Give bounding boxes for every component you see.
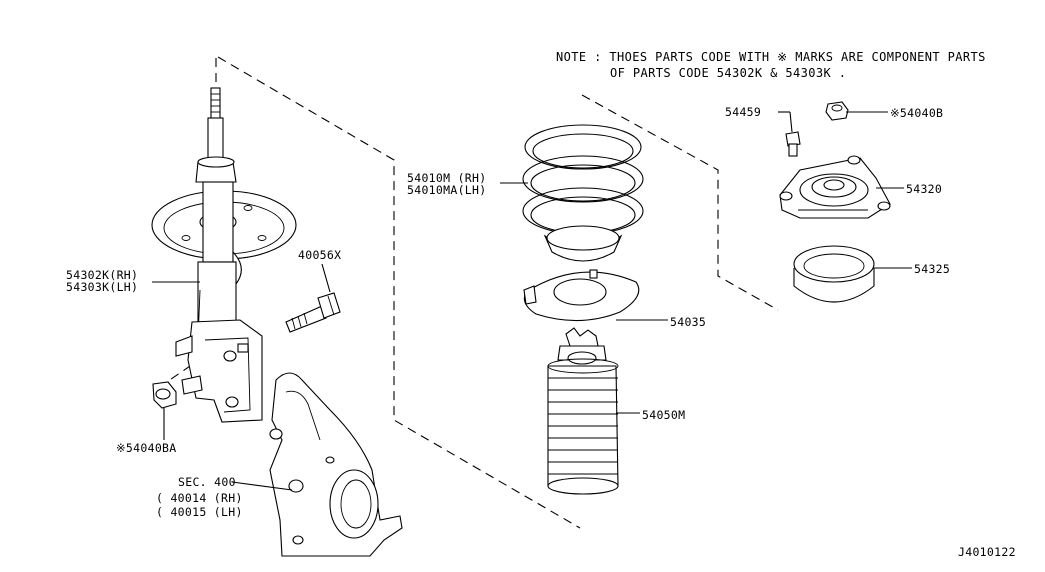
note-line-2: OF PARTS CODE 54302K & 54303K .: [610, 66, 846, 80]
dashed-assembly-frame-left: [217, 56, 581, 529]
label-54459: 54459: [725, 105, 761, 119]
label-54303k: 54303K(LH): [66, 280, 138, 294]
label-40056x: 40056X: [298, 248, 341, 262]
spring-seat-54035-illustration: [523, 269, 640, 322]
dust-boot-54050m-illustration: [547, 327, 619, 495]
label-54050m: 54050M: [642, 408, 685, 422]
label-40015: ( 40015 (LH): [156, 505, 243, 519]
label-54302k: 54302K(RH): [66, 268, 138, 282]
bolt-54459-illustration: [785, 131, 801, 157]
label-54035: 54035: [670, 315, 706, 329]
label-54320: 54320: [906, 182, 942, 196]
label-54040b: ※54040B: [890, 106, 943, 120]
label-54010m: 54010M (RH): [407, 171, 486, 185]
label-54040ba: ※54040BA: [116, 441, 177, 455]
label-40014: ( 40014 (RH): [156, 491, 243, 505]
nut-54040b-illustration: [825, 101, 849, 121]
strut-mount-54320-illustration: [779, 155, 891, 219]
coil-spring-illustration: [522, 124, 644, 262]
nut-54040ba-illustration: [152, 381, 177, 409]
label-sec-400: SEC. 400: [178, 475, 236, 489]
label-54010ma: 54010MA(LH): [407, 183, 486, 197]
note-line-1: NOTE : THOES PARTS CODE WITH ※ MARKS ARE…: [556, 50, 986, 64]
label-54325: 54325: [914, 262, 950, 276]
bolt-40056x-illustration: [285, 292, 341, 333]
diagram-id: J4010122: [958, 545, 1016, 559]
mount-bearing-54325-illustration: [793, 245, 875, 303]
leader-lines: [152, 111, 912, 491]
steering-knuckle-illustration: [269, 372, 403, 557]
dashed-assembly-frame-right: [581, 94, 779, 311]
strut-assembly-illustration: [151, 87, 297, 423]
